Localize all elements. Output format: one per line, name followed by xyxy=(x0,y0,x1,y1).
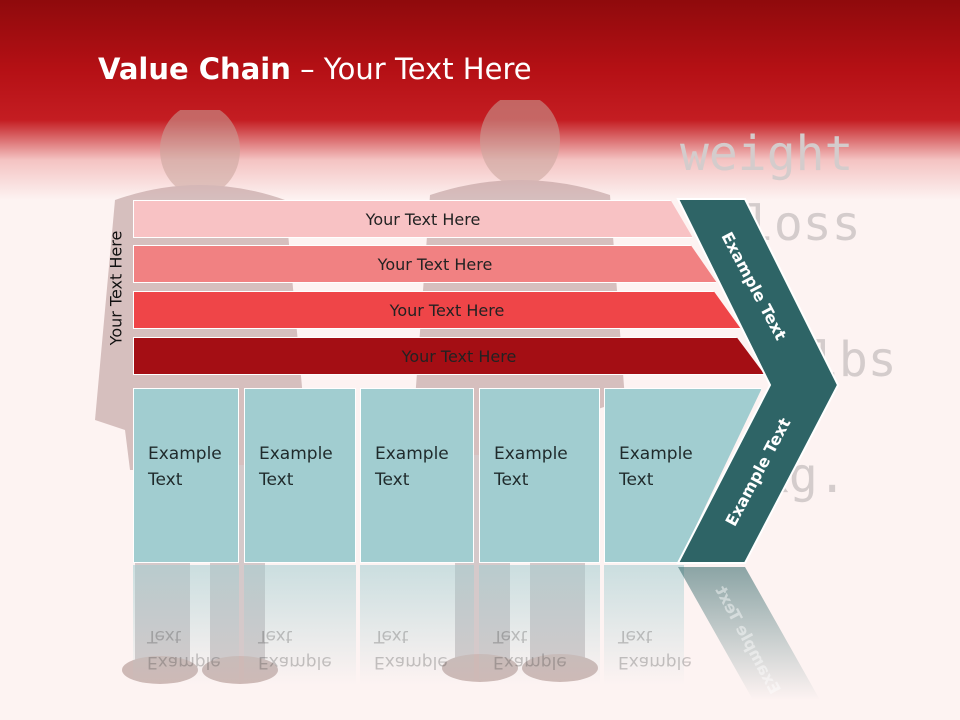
margin-chevron xyxy=(676,198,840,564)
margin-chevron-reflection xyxy=(678,567,820,700)
margin-chevron-shape xyxy=(676,198,840,564)
slide-title-bold: Value Chain xyxy=(98,52,291,86)
bar-1-label: Your Text Here xyxy=(365,209,481,229)
slide-title-rest: – Your Text Here xyxy=(290,52,532,86)
bar-2-label: Your Text Here xyxy=(377,254,493,274)
bg-word-weight: weight xyxy=(680,126,854,182)
header-band xyxy=(0,0,960,200)
bar-3: Your Text Here xyxy=(133,291,741,329)
bar-4: Your Text Here xyxy=(133,337,765,375)
slide-title: Value Chain – Your Text Here xyxy=(98,52,532,86)
bar-3-label: Your Text Here xyxy=(389,300,505,320)
bar-4-label: Your Text Here xyxy=(401,346,517,366)
side-label: Your Text Here xyxy=(106,230,126,346)
bar-1: Your Text Here xyxy=(133,200,693,238)
bar-2: Your Text Here xyxy=(133,245,717,283)
